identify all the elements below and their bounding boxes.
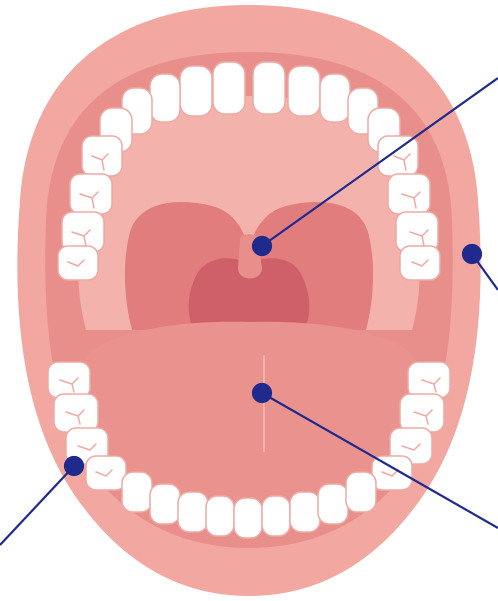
pointer-dot-lower-molar [65,457,83,475]
pointer-dot-upper-molar [463,245,481,263]
pointer-dot-uvula [253,237,271,255]
pointer-dot-tongue [253,384,271,402]
pointer-line-lower-molar [0,466,74,545]
